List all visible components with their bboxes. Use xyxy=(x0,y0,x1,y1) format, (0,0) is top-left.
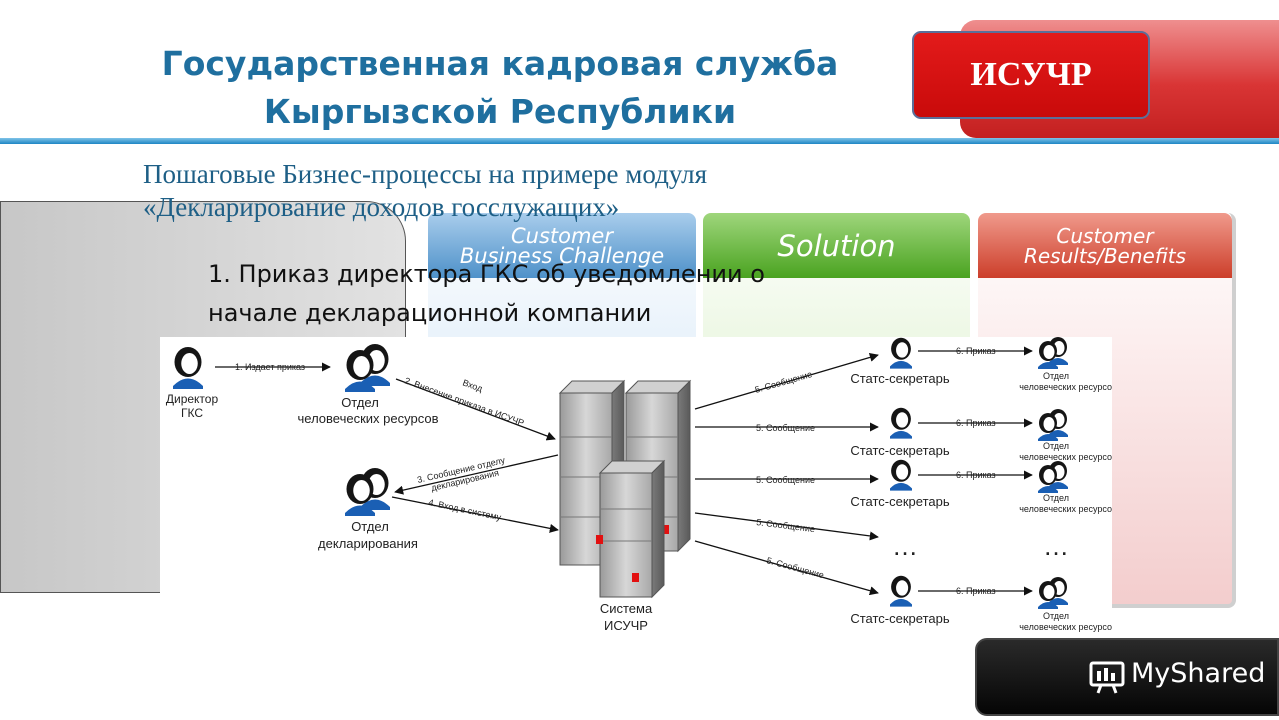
card-header: Customer Results/Benefits xyxy=(978,213,1232,278)
edge-label-issue-order: 1. Издает приказ xyxy=(235,362,305,372)
target-label-1: Отдел xyxy=(1043,493,1069,503)
card-title-line2: Business Challenge xyxy=(459,243,665,268)
title-line-2: Кыргызской Республики xyxy=(263,92,737,131)
title-divider xyxy=(0,138,1279,144)
secretary-icon xyxy=(890,337,912,369)
step-line-1: 1. Приказ директора ГКС об уведомлении о xyxy=(208,260,765,288)
edge-label-order-3: 6. Приказ xyxy=(956,470,996,480)
step-line-2: начале декларационной компании xyxy=(208,299,652,327)
edge-label-order-1: 6. Приказ xyxy=(956,346,996,356)
hr-dept-label-2: человеческих ресурсов xyxy=(298,411,439,426)
edge-label-order-4: 6. Приказ xyxy=(956,586,996,596)
system-label-1: Система xyxy=(600,601,653,616)
process-diagram: Директор ГКС Отдел человеческих ресурсов… xyxy=(160,337,1112,637)
page-title: Государственная кадровая служба Кыргызск… xyxy=(120,40,880,136)
target-label-2: человеческих ресурсов xyxy=(1019,622,1112,632)
ellipsis: … xyxy=(892,531,918,561)
target-label-2: человеческих ресурсов xyxy=(1019,452,1112,462)
hr-dept-label-1: Отдел xyxy=(341,395,379,410)
edge-login xyxy=(391,496,559,533)
director-label-2: ГКС xyxy=(181,406,203,420)
edge-notify-decl xyxy=(394,454,559,495)
edge-label-message-3: 5. Сообщение xyxy=(756,475,815,485)
step-description: 1. Приказ директора ГКС об уведомлении о… xyxy=(208,255,828,333)
subtitle-line-1: Пошаговые Бизнес-процессы на примере мод… xyxy=(143,159,708,189)
edge-message-1 xyxy=(694,352,879,410)
target-label-2: человеческих ресурсов xyxy=(1019,382,1112,392)
card-title-line2: Results/Benefits xyxy=(1023,243,1187,268)
edge-label-message-2: 5. Сообщение xyxy=(756,423,815,433)
secretary-label: Статс-секретарь xyxy=(850,494,949,509)
ellipsis: … xyxy=(1043,531,1069,561)
card-header: Customer Business Challenge xyxy=(428,213,696,278)
decl-dept-label-1: Отдел xyxy=(351,519,389,534)
card-title-line1: Solution xyxy=(777,228,896,263)
target-label-1: Отдел xyxy=(1043,441,1069,451)
edge-message-5 xyxy=(694,540,879,596)
edge-label-order-2: 6. Приказ xyxy=(956,418,996,428)
brand-badge: ИСУЧР xyxy=(912,31,1150,119)
presentation-icon xyxy=(1089,661,1125,694)
director-label-1: Директор xyxy=(166,392,219,406)
card-header: Solution xyxy=(703,213,970,278)
card-title-line1: Customer xyxy=(510,223,613,248)
slide-subtitle: Пошаговые Бизнес-процессы на примере мод… xyxy=(143,158,843,224)
edge-message-4 xyxy=(694,512,879,541)
secretary-icon xyxy=(890,575,912,607)
server-cluster-icon xyxy=(558,379,692,599)
target-label-2: человеческих ресурсов xyxy=(1019,504,1112,514)
watermark-text: MyShared xyxy=(1131,658,1266,689)
secretary-label: Статс-секретарь xyxy=(850,443,949,458)
secretary-icon xyxy=(890,459,912,491)
target-label-1: Отдел xyxy=(1043,611,1069,621)
subtitle-line-2: «Декларирование доходов госслужащих» xyxy=(143,192,620,222)
target-label-1: Отдел xyxy=(1043,371,1069,381)
secretary-label: Статс-секретарь xyxy=(850,611,949,626)
secretary-label: Статс-секретарь xyxy=(850,371,949,386)
decl-dept-label-2: декларирования xyxy=(318,536,418,551)
card-title-line1: Customer xyxy=(1056,223,1154,248)
system-label-2: ИСУЧР xyxy=(604,618,648,633)
title-line-1: Государственная кадровая служба xyxy=(161,44,839,83)
director-icon xyxy=(173,347,203,389)
edge-enter-order xyxy=(395,378,556,441)
secretary-icon xyxy=(890,407,912,439)
watermark-banner: MyShared xyxy=(975,638,1279,716)
